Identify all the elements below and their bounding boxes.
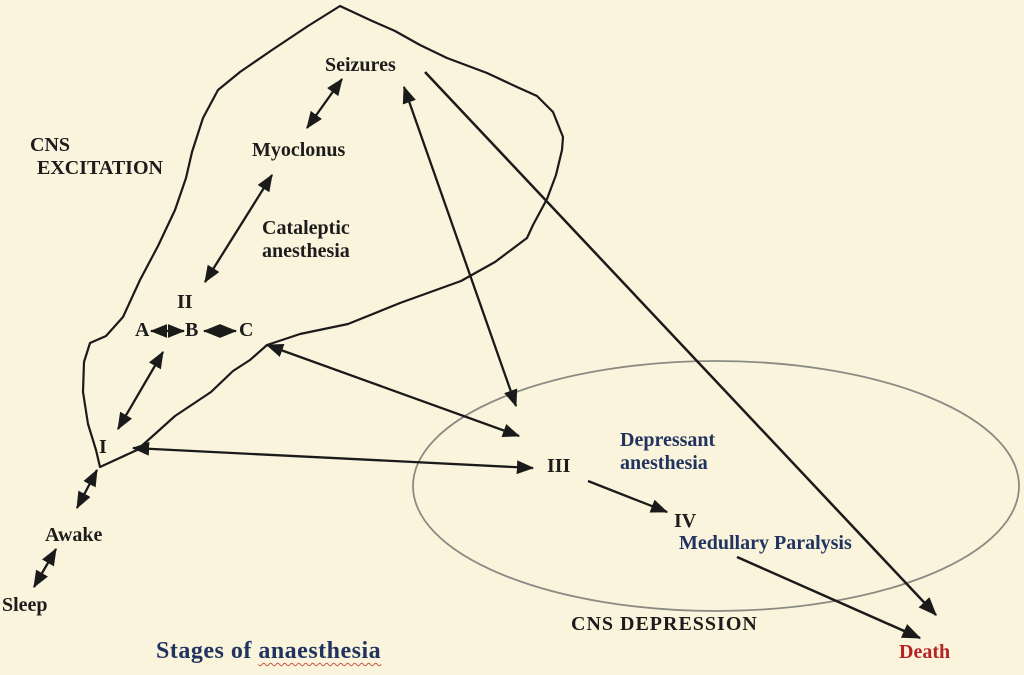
depressant-line1: Depressant (620, 429, 716, 451)
cns-depression-ellipse (412, 360, 1020, 612)
node-plane-c: C (239, 319, 254, 341)
title-part1: Stages of (156, 638, 259, 664)
arrow-plane-c-depression-region (265, 343, 521, 438)
node-awake: Awake (45, 524, 103, 546)
arrow-seizures-depression-region (402, 85, 518, 408)
node-death: Death (899, 641, 951, 663)
node-medullary-paralysis: Medullary Paralysis (679, 532, 852, 554)
cataleptic-line2: anesthesia (262, 240, 350, 262)
arrow-seizures-myoclonus (306, 78, 343, 129)
diagram-title: Stages of anaesthesia (156, 638, 381, 666)
arrow-medullary-death (736, 555, 922, 640)
cataleptic-line1: Cataleptic (262, 217, 350, 239)
depressant-line2: anesthesia (620, 452, 708, 474)
cns-excitation-region-label: CNS EXCITATION (30, 134, 163, 180)
node-myoclonus: Myoclonus (252, 139, 346, 161)
arrow-stage-i-awake (75, 468, 99, 510)
arrow-awake-sleep (33, 548, 57, 588)
node-depressant-anesthesia: Depressant anesthesia (620, 429, 715, 475)
node-plane-b: B (185, 319, 199, 341)
cns-excitation-line2: EXCITATION (37, 157, 163, 179)
node-stage-iv: IV (674, 510, 697, 532)
node-plane-a: A (135, 319, 150, 341)
cns-excitation-line1: CNS (30, 134, 71, 156)
title-part2: anaesthesia (258, 638, 382, 664)
cns-depression-region-label: CNS DEPRESSION (571, 613, 758, 635)
node-stage-ii: II (177, 291, 193, 313)
node-stage-iii: III (547, 455, 571, 477)
arrow-stage-i-plane-b (117, 351, 164, 430)
node-stage-i: I (99, 436, 107, 458)
node-sleep: Sleep (2, 594, 48, 616)
arrow-stage-i-stage-iii (131, 441, 535, 475)
node-cataleptic-anesthesia: Cataleptic anesthesia (262, 217, 350, 263)
node-seizures: Seizures (325, 54, 396, 76)
arrow-stage-iii-stage-iv (587, 479, 669, 514)
